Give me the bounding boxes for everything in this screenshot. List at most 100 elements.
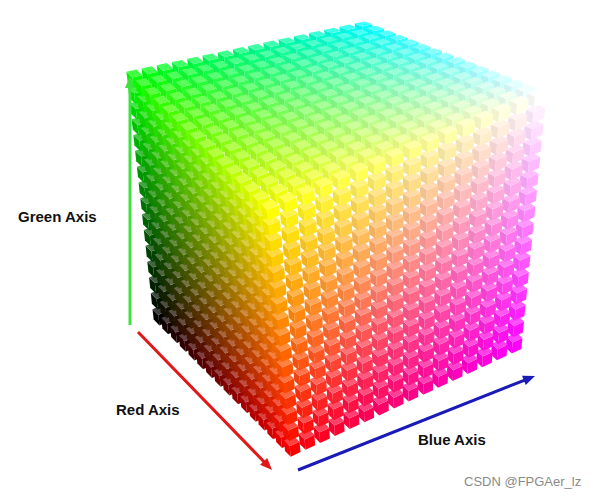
color-cell (351, 29, 369, 35)
color-cell (187, 108, 204, 117)
color-cell (316, 71, 334, 78)
color-cell (385, 44, 403, 50)
color-cell (369, 48, 387, 54)
color-cell (330, 148, 348, 158)
color-cell (301, 126, 319, 135)
color-cell (268, 85, 285, 93)
color-cell (385, 148, 404, 157)
color-cell (258, 78, 275, 86)
color-cell (295, 59, 312, 66)
color-cell (245, 102, 262, 110)
color-cell (375, 141, 393, 150)
color-cell (305, 65, 323, 72)
color-cell (347, 90, 365, 98)
color-cell (364, 84, 382, 92)
color-cell (126, 70, 142, 78)
color-cell (435, 107, 454, 115)
color-cell (476, 82, 495, 90)
color-cell (241, 136, 258, 145)
color-cell (342, 47, 360, 53)
color-cell (337, 57, 355, 64)
color-cell (335, 33, 353, 39)
color-cell (228, 57, 245, 64)
color-cell (248, 71, 265, 78)
color-cell (219, 99, 236, 107)
color-cell (364, 58, 382, 65)
color-cell (417, 114, 436, 123)
color-cell (403, 140, 422, 149)
color-cell (498, 91, 517, 99)
color-cell (259, 152, 277, 162)
color-cell (263, 67, 280, 74)
color-cell (264, 117, 281, 126)
color-cell (274, 47, 291, 53)
color-cell (321, 61, 339, 68)
color-cell (430, 63, 449, 70)
color-cell (279, 37, 296, 43)
color-cell (458, 88, 477, 96)
color-cell (396, 102, 414, 110)
color-cell (157, 63, 173, 71)
color-cell (408, 79, 426, 86)
color-cell (197, 64, 214, 71)
color-cell (207, 147, 224, 157)
color-cell (250, 144, 267, 153)
color-cell (391, 84, 409, 92)
color-cell (347, 38, 365, 44)
color-cell (401, 39, 419, 45)
color-cell (206, 125, 223, 134)
color-cell (386, 68, 404, 75)
color-cell (274, 74, 291, 81)
color-cell (185, 87, 202, 95)
color-cell (326, 78, 344, 85)
color-cell (258, 50, 275, 57)
color-cell (171, 113, 188, 122)
color-cell (194, 96, 211, 104)
color-cell (135, 78, 151, 86)
color-cell (504, 80, 523, 88)
color-cell (375, 90, 393, 98)
color-cell (191, 76, 208, 84)
color-cell (373, 39, 391, 45)
color-cell (142, 66, 158, 74)
color-cell (442, 67, 461, 74)
color-cell (320, 89, 338, 97)
color-cell (236, 94, 253, 102)
color-cell (293, 140, 311, 149)
color-cell (338, 134, 356, 143)
color-cell (365, 134, 383, 143)
color-cell (303, 147, 321, 157)
color-cell (358, 96, 376, 104)
color-cell (407, 108, 426, 116)
color-cell (248, 44, 265, 51)
color-cell (419, 84, 438, 92)
color-cell (407, 53, 425, 59)
color-cell (261, 97, 278, 105)
color-cell (324, 107, 342, 115)
color-cell (353, 52, 371, 59)
color-cell (414, 68, 432, 75)
color-cell (441, 95, 460, 103)
color-cell (218, 50, 235, 57)
color-cell (487, 86, 506, 94)
color-cell (527, 88, 546, 96)
color-cell (310, 133, 328, 142)
color-cell (166, 71, 182, 79)
color-cell (320, 36, 338, 42)
color-cell (378, 30, 396, 36)
color-cell (358, 148, 376, 157)
color-cell (231, 128, 248, 137)
color-cell (419, 58, 437, 65)
color-cell (160, 83, 176, 91)
color-cell (229, 107, 246, 115)
cube-cells (126, 21, 546, 456)
color-cell (359, 68, 377, 75)
color-cell (375, 63, 393, 70)
color-cell (456, 118, 475, 127)
color-cell (233, 150, 250, 160)
color-cell (452, 100, 471, 108)
color-cell (162, 104, 178, 113)
color-cell (175, 79, 192, 87)
color-cell (226, 87, 243, 95)
color-cell (402, 90, 420, 98)
